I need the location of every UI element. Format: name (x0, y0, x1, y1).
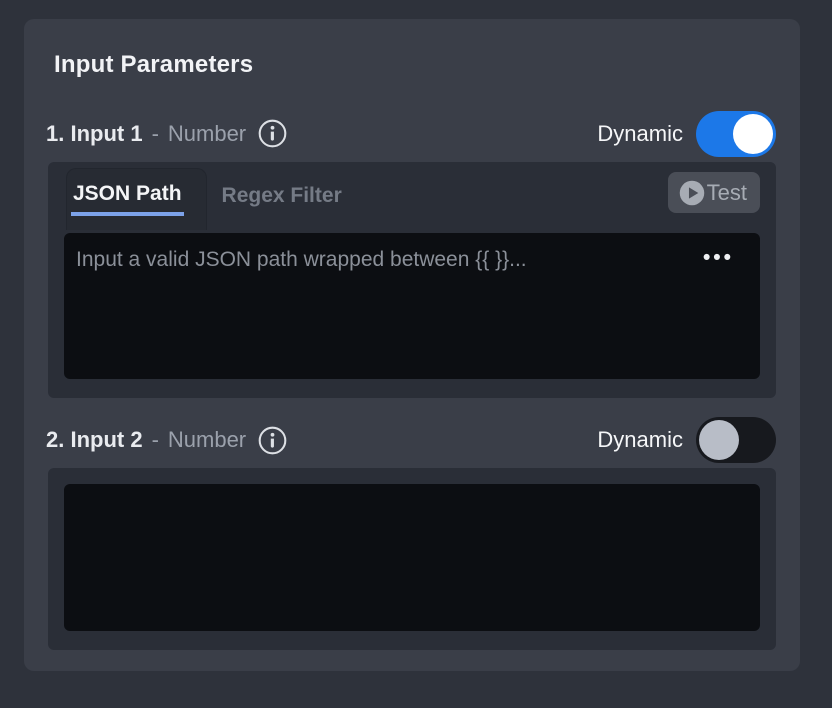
value-editor[interactable] (64, 484, 760, 631)
dynamic-label: Dynamic (597, 120, 683, 146)
tab-json-path[interactable]: JSON Path (66, 168, 207, 230)
param-1-separator: - (151, 120, 159, 146)
param-2-dynamic-control: Dynamic (597, 417, 776, 463)
dynamic-toggle[interactable] (696, 417, 776, 463)
input-parameters-panel: Input Parameters 1. Input 1 - Number Dyn… (24, 19, 800, 671)
json-path-editor[interactable] (64, 233, 760, 379)
dynamic-label: Dynamic (597, 427, 683, 452)
info-circle-icon[interactable] (258, 119, 287, 148)
toggle-knob (733, 113, 773, 154)
param-2-editor-group (48, 468, 776, 650)
panel-title: Input Parameters (54, 51, 254, 78)
param-2-header: 2. Input 2 - Number Dynamic (46, 417, 776, 463)
param-1-name: 1. Input 1 (46, 120, 143, 146)
param-1-dynamic-control: Dynamic (597, 110, 776, 157)
param-1-header: 1. Input 1 - Number Dynamic (46, 110, 776, 157)
ellipsis-icon[interactable]: ••• (702, 246, 734, 269)
test-button[interactable]: Test (667, 172, 760, 213)
info-circle-icon[interactable] (258, 426, 287, 455)
dynamic-toggle[interactable] (696, 110, 776, 157)
param-2-separator: - (151, 427, 159, 452)
tab-json-path-label: JSON Path (71, 182, 184, 216)
tab-regex-filter[interactable]: Regex Filter (221, 184, 342, 207)
param-1-type: Number (167, 120, 247, 146)
param-1-editor-wrap: ••• (64, 233, 760, 379)
param-2-name: 2. Input 2 (46, 427, 143, 452)
param-2-type: Number (167, 427, 247, 452)
toggle-knob (699, 420, 739, 460)
play-circle-icon (678, 179, 706, 207)
param-1-editor-group: JSON Path Regex Filter Test ••• (48, 162, 776, 398)
param-2-editor-wrap (64, 484, 760, 631)
param-1-tabs-row: JSON Path Regex Filter Test (64, 162, 760, 230)
test-button-label: Test (706, 179, 747, 205)
